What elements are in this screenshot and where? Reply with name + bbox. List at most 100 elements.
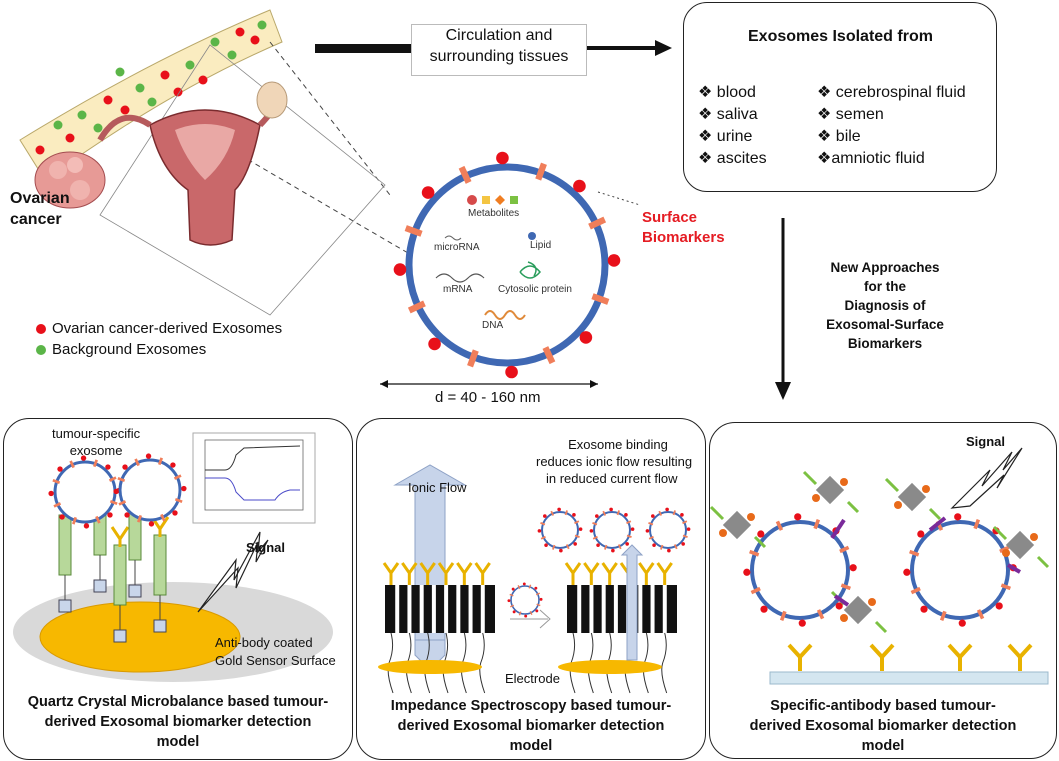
circulation-text-line2: surrounding tissues [429,48,569,65]
ionic-flow-arrow-right [620,544,644,661]
surface-biomarker [105,464,111,470]
bound-marker [830,518,846,540]
surface-protein [72,516,78,525]
exosome-membrane [510,585,540,615]
surface-biomarkers-label: Surface Biomarkers [642,209,725,246]
antibody-substrate [769,671,1049,685]
metabolite-icon [467,195,477,205]
background-exosome-dot [147,97,157,107]
impedance-exosome [589,507,635,553]
nanopore-membrane [567,585,677,633]
surface-biomarker [505,365,518,379]
surface-biomarker [995,602,1003,610]
surface-protein [118,500,127,506]
qcm-exosome [113,453,187,527]
nanopore [662,585,667,633]
antibody [601,562,618,585]
sensor-post [58,514,72,576]
detection-complex [1005,530,1035,560]
detection-antibody [992,525,1050,569]
surface-protein [779,610,787,621]
nanopore-membrane [385,585,495,633]
surface-protein [509,593,514,597]
antibody [419,562,436,585]
surface-protein [648,535,654,540]
surface-protein [591,293,610,305]
surface-biomarker [681,542,685,546]
nanopore [407,585,412,633]
surface-biomarker [686,527,691,531]
surface-biomarker [83,523,90,529]
surface-protein [109,499,118,505]
antibody-signal-label: Signal [966,434,1006,449]
exosome-membrane [910,520,1010,620]
post-anchor [113,629,127,643]
surface-protein [976,609,985,620]
surface-protein [540,535,546,540]
antibody-panel-graphics [709,470,1050,671]
source-item: ❖ ascites [698,150,767,167]
nanopore [638,585,643,633]
reporter-label [840,478,848,486]
qcm-gold-surface [39,601,241,673]
surface-biomarker [794,513,802,521]
ionic-flow-label: Ionic Flow [408,480,467,495]
surface-protein [518,611,522,616]
surface-biomarker [630,527,635,531]
surface-protein [617,544,622,550]
exosome-membrane [118,458,182,522]
background-exosome-dot [115,67,125,77]
circulation-bar [315,44,411,53]
surface-biomarker [835,602,843,610]
surface-protein [92,459,98,468]
surface-biomarker [181,485,187,492]
surface-protein [467,349,479,368]
surface-biomarker [665,507,669,512]
background-exosome-dot [257,20,267,30]
surface-biomarker [624,513,628,517]
surface-protein [592,522,598,526]
cargo-metabolites: Metabolites [468,208,520,219]
exosome-membrane [53,460,117,524]
surface-biomarker [559,548,563,553]
post-anchor [58,599,72,613]
surface-biomarker [958,619,966,627]
antibody-panel-exosome [903,513,1017,627]
surface-biomarker [903,568,911,576]
nanopore [468,585,473,633]
antibody-caption: Specific-antibody based tumour- derived … [749,698,1017,754]
surface-protein [658,510,663,516]
surface-protein [95,515,101,524]
surface-biomarker [954,513,962,521]
surface-protein [616,510,620,516]
detection-antibody [802,470,860,514]
cargo-lipid: Lipid [530,240,552,251]
surface-protein [529,610,533,616]
linker [479,632,486,694]
surface-biomarker [537,529,542,533]
surface-leader-line [597,191,641,206]
bound-marker [928,516,947,532]
source-item: ❖ bile [817,128,861,145]
background-exosome-dot [77,110,87,120]
surface-protein [673,544,678,550]
surface-protein [626,520,632,525]
surface-protein [682,534,688,538]
post-anchor [153,619,167,633]
surface-protein [117,477,126,483]
surface-protein [592,535,598,540]
ovary [256,81,288,119]
surface-biomarker [798,619,806,627]
surface-protein [540,522,546,526]
capture-antibody [869,643,895,671]
surface-biomarker [579,331,593,344]
surface-protein [134,458,140,467]
zoom-guide-line [269,41,391,196]
surface-protein [174,497,183,503]
surface-protein [839,545,850,554]
nanopore [601,585,606,633]
background-exosome-dot [53,120,63,130]
exosome-membrane [541,511,579,549]
surface-biomarker [680,513,684,517]
